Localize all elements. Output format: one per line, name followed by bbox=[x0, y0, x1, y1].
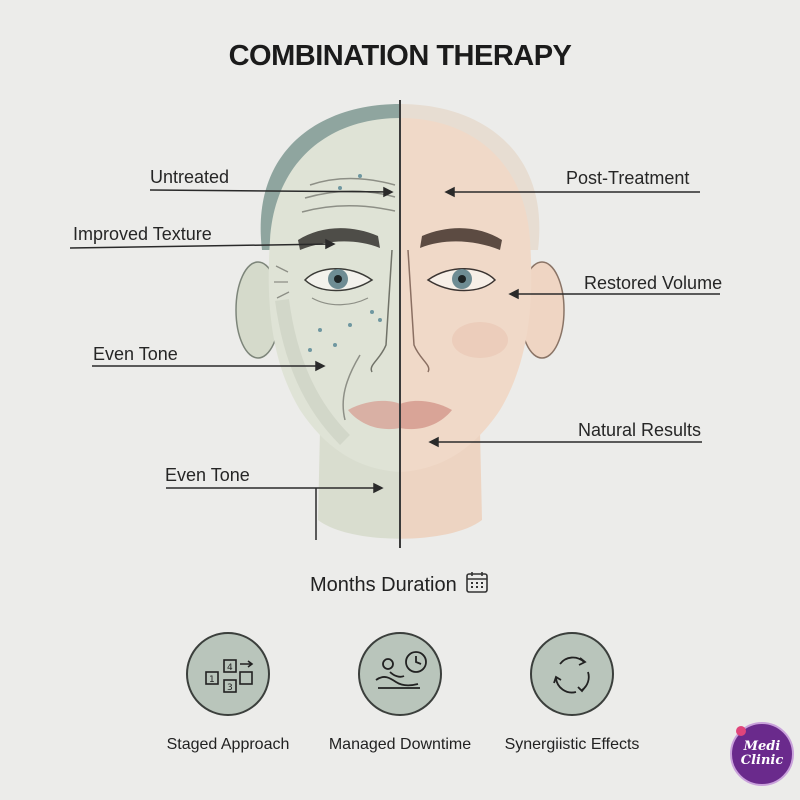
treated-face-half bbox=[400, 104, 565, 539]
label-natural-results: Natural Results bbox=[578, 420, 702, 440]
duration-row: Months Duration bbox=[310, 570, 489, 600]
feature-label: Synergiistic Effects bbox=[504, 736, 640, 753]
feature-staged-approach: 1 4 3 Staged Approach bbox=[128, 632, 328, 754]
page-title: COMBINATION THERAPY bbox=[228, 40, 572, 72]
feature-label: Staged Approach bbox=[166, 736, 290, 753]
feature-synergistic-effects: Synergiistic Effects bbox=[472, 632, 672, 754]
label-untreated: Untreated bbox=[150, 167, 230, 187]
steps-icon: 1 4 3 bbox=[186, 632, 270, 716]
medi-clinic-logo: Medi Clinic bbox=[730, 722, 794, 786]
cycle-arrows-icon bbox=[530, 632, 614, 716]
label-post-treatment: Post-Treatment bbox=[566, 168, 690, 188]
svg-text:4: 4 bbox=[227, 663, 233, 673]
relax-clock-icon bbox=[358, 632, 442, 716]
label-pointers bbox=[69, 186, 720, 540]
svg-text:1: 1 bbox=[209, 675, 215, 685]
calendar-icon bbox=[465, 570, 489, 600]
duration-label: Months Duration bbox=[310, 573, 457, 596]
feature-label: Managed Downtime bbox=[328, 736, 472, 753]
untreated-face-half bbox=[235, 104, 400, 539]
label-even-tone-lower: Even Tone bbox=[165, 465, 250, 485]
label-even-tone: Even Tone bbox=[93, 344, 178, 364]
feature-managed-downtime: Managed Downtime bbox=[300, 632, 500, 754]
label-restored-volume: Restored Volume bbox=[584, 273, 723, 293]
label-improved-texture: Improved Texture bbox=[73, 224, 212, 244]
svg-text:3: 3 bbox=[227, 683, 233, 693]
